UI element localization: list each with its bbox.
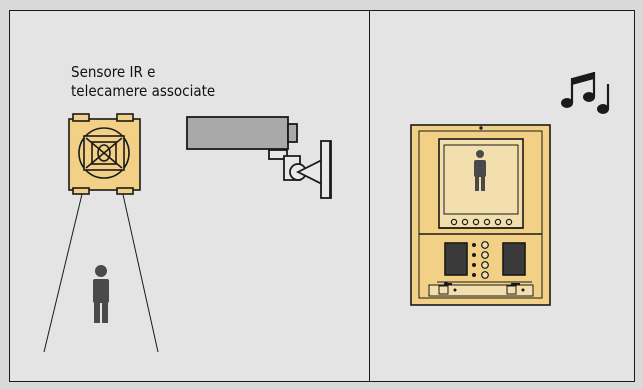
video-door-entry-panel-icon	[411, 125, 550, 305]
speaker-grille-right	[503, 243, 525, 275]
music-notes-icon	[561, 72, 609, 114]
speaker-grille-left	[445, 243, 467, 275]
ir-sensor-icon	[69, 114, 140, 194]
security-camera-icon	[187, 117, 331, 198]
person-icon	[93, 265, 109, 323]
